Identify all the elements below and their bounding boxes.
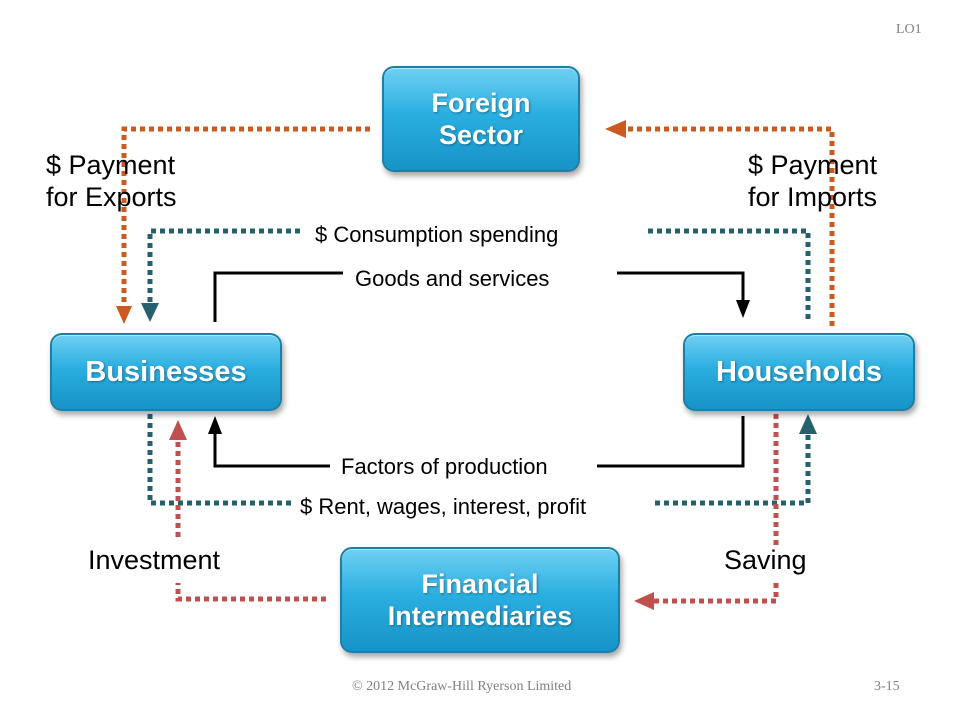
arrowhead-imports: [605, 120, 626, 138]
arrow-rent-left: [147, 414, 293, 506]
label-saving: Saving: [724, 545, 807, 575]
arrow-consumption-left: [147, 228, 300, 305]
label-payment-exports: $ Payment for Exports: [46, 150, 177, 212]
label-rent-wages: $ Rent, wages, interest, profit: [300, 494, 587, 519]
arrow-factors-right: [597, 416, 745, 468]
financial-intermediaries-node: Financial Intermediaries: [340, 547, 620, 653]
label-investment: Investment: [88, 545, 221, 575]
arrow-payment-exports: [121, 126, 370, 308]
arrowhead-rent: [799, 414, 817, 434]
households-node: Households: [683, 333, 915, 411]
arrow-investment-lower: [175, 583, 326, 602]
arrowhead-exports: [116, 306, 132, 324]
label-factors-production: Factors of production: [341, 454, 548, 479]
arrow-saving-lower: [654, 583, 779, 604]
corner-label: LO1: [896, 22, 922, 37]
arrow-factors-left: [213, 433, 330, 468]
arrow-payment-imports: [624, 126, 835, 326]
businesses-node: Businesses: [50, 333, 282, 411]
arrowhead-goods: [736, 300, 750, 318]
copyright-footer: © 2012 McGraw-Hill Ryerson Limited: [352, 679, 572, 694]
arrow-goods-right: [617, 271, 745, 302]
label-payment-imports: $ Payment for Imports: [748, 150, 878, 212]
foreign-sector-node: Foreign Sector: [382, 66, 580, 172]
arrowhead-saving: [634, 592, 654, 610]
arrowhead-factors: [208, 416, 222, 434]
label-goods-services: Goods and services: [355, 266, 550, 291]
arrow-goods-left: [213, 271, 343, 322]
arrowhead-consumption: [141, 303, 159, 322]
page-number: 3-15: [874, 679, 900, 694]
arrow-consumption-right: [648, 228, 811, 322]
label-consumption-spending: $ Consumption spending: [315, 222, 559, 247]
arrow-rent-right: [655, 432, 811, 506]
arrowhead-investment: [169, 420, 187, 440]
